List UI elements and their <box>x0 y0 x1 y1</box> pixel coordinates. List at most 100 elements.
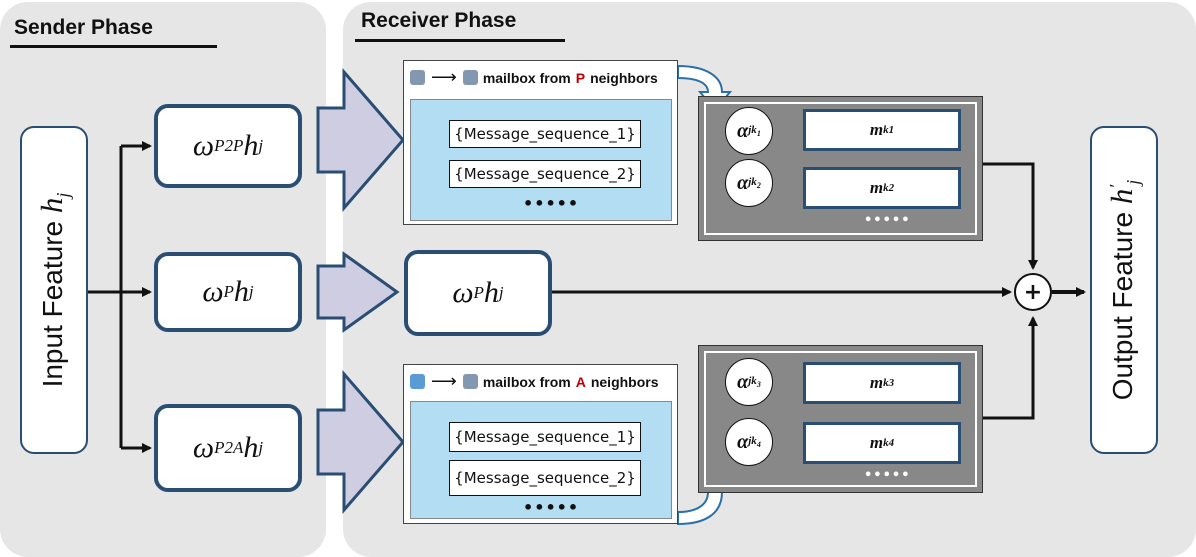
message-sequence-2: {Message_sequence_2} <box>449 160 641 188</box>
block-arrow-p2p <box>316 67 405 213</box>
h-symbol: h <box>233 275 249 308</box>
sender-phase-title: Sender Phase <box>14 16 153 39</box>
input-feature-text: Input Feature <box>37 220 69 388</box>
sum-node: + <box>1014 273 1052 311</box>
alpha-symbol: α <box>737 370 749 393</box>
omega-symbol: ω <box>192 431 215 464</box>
m-subscript: k3 <box>883 377 895 389</box>
omega-subscript: P2A <box>214 438 244 457</box>
mailbox-p-header: ⟶ mailbox from P neighbors <box>410 67 658 88</box>
alpha-subscript: jk <box>748 123 757 136</box>
output-feature-label: Output Feature h′j <box>1104 180 1144 401</box>
arrow-right-icon: ⟶ <box>431 371 457 391</box>
mailbox-suffix: neighbors <box>590 373 659 390</box>
omega-subscript: P <box>223 282 234 301</box>
m-symbol: m <box>869 433 884 452</box>
input-feature-symbol: h <box>34 197 70 214</box>
alpha-index: 4 <box>756 440 761 450</box>
alpha-subscript: jk <box>748 434 757 447</box>
omega-subscript: P <box>473 283 484 302</box>
h-symbol: h <box>243 129 259 162</box>
attention-ellipsis: ••••• <box>864 213 911 228</box>
omega-symbol: ω <box>452 276 474 309</box>
receiver-phase-underline <box>355 39 565 42</box>
m-symbol: m <box>869 120 884 139</box>
input-feature-label: Input Feature hj <box>34 193 74 388</box>
target-node-icon <box>462 374 478 389</box>
source-node-icon <box>410 374 425 389</box>
receiver-phase-title: Receiver Phase <box>361 9 517 32</box>
message-ellipsis: ••••• <box>523 498 580 517</box>
alpha-subscript: jk <box>748 374 757 387</box>
h-subscript: j <box>248 282 254 301</box>
message-sequence-2: {Message_sequence_2} <box>449 460 641 496</box>
sender-phase-underline <box>10 45 217 48</box>
output-feature-box: Output Feature h′j <box>1090 126 1158 454</box>
message-sequence-1: {Message_sequence_1} <box>449 422 641 452</box>
output-feature-prime: ′ <box>1105 184 1126 189</box>
alpha-symbol: α <box>737 119 749 142</box>
mailbox-prefix: mailbox from <box>482 69 571 86</box>
alpha-index: 3 <box>756 380 761 390</box>
mailbox-a-header: ⟶ mailbox from A neighbors <box>410 371 659 392</box>
h-subscript: j <box>258 438 264 457</box>
h-subscript: j <box>498 283 504 302</box>
m-subscript: k2 <box>883 182 895 194</box>
mailbox-a: ⟶ mailbox from A neighbors {Message_sequ… <box>403 364 678 524</box>
omega-symbol: ω <box>202 275 224 308</box>
alpha-symbol: α <box>737 171 749 194</box>
attention-block-bottom-frame <box>704 351 977 487</box>
omega-subscript: P2P <box>214 136 244 155</box>
m-subscript: k4 <box>883 437 895 449</box>
arrow-right-icon: ⟶ <box>431 67 457 87</box>
output-feature-subscript: j <box>1122 179 1143 185</box>
output-feature-symbol: h <box>1104 188 1140 205</box>
h-symbol: h <box>483 276 499 309</box>
input-feature-box: Input Feature hj <box>20 126 88 454</box>
mailbox-suffix: neighbors <box>590 69 658 86</box>
m-symbol: m <box>869 373 884 392</box>
mailbox-neighbor-type: P <box>575 69 586 86</box>
target-node-icon <box>462 70 478 85</box>
mailbox-p: ⟶ mailbox from P neighbors {Message_sequ… <box>403 60 678 225</box>
mailbox-a-queue: {Message_sequence_1} {Message_sequence_2… <box>410 401 672 519</box>
alpha-index: 2 <box>756 181 761 191</box>
h-subscript: j <box>258 136 264 155</box>
m-symbol: m <box>869 178 884 197</box>
attention-block-top-frame <box>704 102 977 235</box>
attention-ellipsis: ••••• <box>864 468 911 483</box>
source-node-icon <box>410 70 425 85</box>
mailbox-neighbor-type: A <box>575 373 586 390</box>
block-arrow-p2a <box>316 369 405 515</box>
message-ellipsis: ••••• <box>523 194 580 213</box>
omega-symbol: ω <box>192 129 215 162</box>
mailbox-prefix: mailbox from <box>482 373 571 390</box>
output-feature-text: Output Feature <box>1107 211 1139 401</box>
m-subscript: k1 <box>883 124 895 136</box>
message-sequence-1: {Message_sequence_1} <box>449 120 641 148</box>
alpha-index: 1 <box>756 129 761 139</box>
top-attention-to-plus <box>983 162 1038 270</box>
input-feature-subscript: j <box>52 192 73 198</box>
h-symbol: h <box>243 431 259 464</box>
alpha-subscript: jk <box>748 175 757 188</box>
alpha-symbol: α <box>737 430 749 453</box>
bottom-attention-to-plus <box>983 316 1038 420</box>
mailbox-p-queue: {Message_sequence_1} {Message_sequence_2… <box>410 99 672 221</box>
block-arrow-p <box>316 251 400 333</box>
